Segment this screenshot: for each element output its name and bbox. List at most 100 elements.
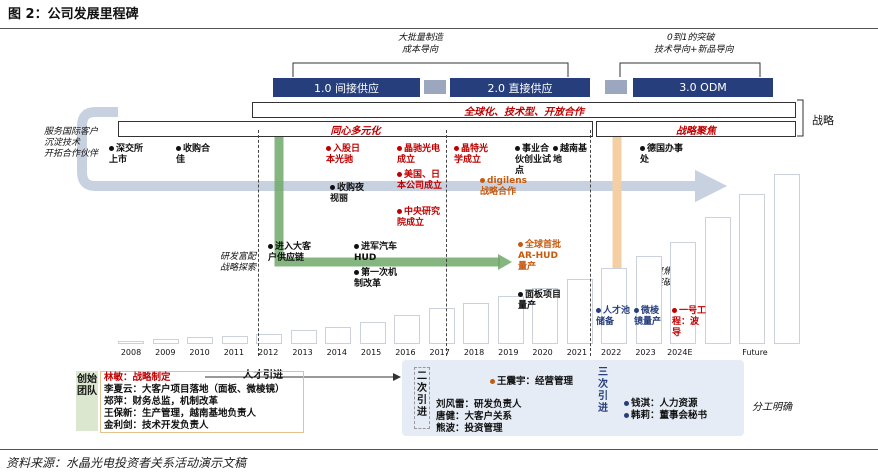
year-label: 2020 bbox=[532, 348, 553, 357]
event-2010: 收购合佳 bbox=[176, 144, 211, 165]
year-label: 2010 bbox=[189, 348, 210, 357]
bullet-icon bbox=[397, 146, 402, 151]
founding-team-tag: 创始团队 bbox=[76, 371, 98, 431]
growth-bar bbox=[325, 327, 351, 344]
growth-bar bbox=[532, 287, 558, 344]
growth-bar bbox=[118, 340, 144, 344]
bullet-icon bbox=[480, 178, 485, 183]
note-strategic-explore: 战略探索 bbox=[220, 263, 257, 273]
team-han: 韩莉：董事会秘书 bbox=[624, 410, 707, 422]
growth-bar bbox=[187, 337, 213, 344]
talent-label: 人才引进 bbox=[243, 370, 283, 381]
event-2016b: 美国、日本公司成立 bbox=[397, 170, 443, 191]
year-label: 2012 bbox=[258, 348, 279, 357]
phase-3: 3.0 ODM bbox=[633, 78, 773, 97]
growth-bar bbox=[359, 321, 386, 344]
event-2015a: 进军汽车HUD bbox=[354, 242, 398, 263]
growth-bar bbox=[635, 255, 662, 344]
bullet-icon bbox=[518, 242, 523, 247]
year-label: Future bbox=[742, 348, 768, 357]
event-2015b: 第一次机制改革 bbox=[354, 268, 398, 289]
year-label: 2024E bbox=[667, 348, 693, 357]
second-intro-tag: 二次引进 bbox=[414, 367, 430, 429]
year-label: 2011 bbox=[223, 348, 245, 357]
team-liu: 刘风雷：研发负责人 bbox=[436, 399, 522, 410]
third-intro-tag: 三次引进 bbox=[598, 367, 608, 414]
bullet-icon bbox=[354, 270, 359, 275]
bullet-icon bbox=[596, 308, 601, 313]
phase-2: 2.0 直接供应 bbox=[450, 78, 590, 97]
team-lin: 林敏：战略制定 bbox=[104, 372, 171, 383]
event-2022a: 人才池储备 bbox=[596, 306, 631, 327]
bullet-icon bbox=[397, 209, 402, 214]
bullet-icon bbox=[634, 308, 639, 313]
note-mass-production: 大批量制造 bbox=[398, 33, 444, 43]
growth-bar bbox=[670, 242, 696, 344]
bullet-icon bbox=[176, 146, 181, 151]
event-2023: 德国办事处 bbox=[640, 144, 684, 165]
growth-bar bbox=[152, 338, 179, 344]
event-2021: 越南基地 bbox=[553, 144, 588, 165]
team-xiong: 熊波：投资管理 bbox=[436, 423, 503, 434]
growth-bar bbox=[497, 296, 524, 344]
event-2013: 进入大客户供应链 bbox=[268, 242, 312, 263]
team-zheng: 郑萍：财务总监，机制改革 bbox=[104, 396, 219, 407]
event-2018: 晶特光学成立 bbox=[454, 144, 489, 165]
growth-bar bbox=[394, 315, 420, 344]
team-wang2: 王震宇：经营管理 bbox=[490, 376, 573, 388]
team-li: 李夏云：大客户项目落地（面板、微棱镜） bbox=[104, 384, 285, 395]
year-label: 2022 bbox=[601, 348, 622, 357]
team-tang: 唐健：大客户关系 bbox=[436, 411, 513, 422]
divider-2012 bbox=[258, 130, 259, 356]
event-2014b: 收购夜视丽 bbox=[330, 183, 365, 204]
growth-bar bbox=[428, 308, 455, 344]
growth-bar bbox=[463, 303, 489, 344]
bullet-icon bbox=[553, 146, 558, 151]
event-2016c: 中央研究院成立 bbox=[397, 207, 441, 228]
growth-bar bbox=[221, 335, 248, 344]
bullet-icon bbox=[490, 379, 495, 384]
team-jin: 金利剑：技术开发负责人 bbox=[104, 420, 209, 431]
growth-bar bbox=[290, 330, 317, 344]
divider-2021 bbox=[590, 130, 591, 356]
year-label: 2018 bbox=[463, 348, 485, 357]
year-label: 2009 bbox=[155, 348, 176, 357]
event-2024: 一号工程：波导 bbox=[672, 306, 707, 338]
event-2020a: 事业合伙创业试点 bbox=[515, 144, 552, 176]
bullet-icon bbox=[354, 244, 359, 249]
talent-panel bbox=[402, 360, 744, 436]
event-2020b: digilens战略合作 bbox=[480, 176, 528, 197]
bullet-icon bbox=[672, 308, 677, 313]
bullet-icon bbox=[109, 146, 114, 151]
note-cost-oriented: 成本导向 bbox=[402, 45, 439, 55]
figure-title: 图 2：公司发展里程碑 bbox=[8, 7, 139, 22]
strategy-focus-right: 战略聚焦 bbox=[596, 121, 796, 137]
bullet-icon bbox=[330, 185, 335, 190]
note-zero-to-one: 0到1的突破 bbox=[667, 33, 715, 43]
year-label: 2016 bbox=[395, 348, 416, 357]
growth-bar bbox=[739, 194, 765, 344]
strategy-label: 战略 bbox=[812, 114, 834, 127]
note-tech-new-product: 技术导向+新品导向 bbox=[654, 45, 734, 55]
bottom-rule bbox=[0, 449, 878, 450]
bullet-icon bbox=[326, 146, 331, 151]
year-label: 2021 bbox=[566, 348, 588, 357]
bullet-icon bbox=[624, 401, 629, 406]
bullet-icon bbox=[518, 292, 523, 297]
phase-1: 1.0 间接供应 bbox=[273, 78, 420, 97]
bullet-icon bbox=[454, 146, 459, 151]
event-2016a: 晶驰光电成立 bbox=[397, 144, 441, 165]
event-2014a: 入股日本光驰 bbox=[326, 144, 361, 165]
year-label: 2019 bbox=[498, 348, 519, 357]
note-division: 分工明确 bbox=[752, 402, 792, 413]
growth-bar bbox=[773, 174, 800, 344]
note-rd-wealth: 研发富配 bbox=[220, 252, 257, 262]
growth-bar bbox=[601, 267, 627, 344]
bullet-icon bbox=[515, 146, 520, 151]
bullet-icon bbox=[624, 413, 629, 418]
note-tech-accum: 沉淀技术 bbox=[44, 138, 81, 148]
source-note: 资料来源：水晶光电投资者关系活动演示文稿 bbox=[6, 456, 247, 470]
event-2020c: 全球首批AR-HUD量产 bbox=[518, 240, 562, 272]
phase-arrow-1 bbox=[424, 80, 446, 94]
strategy-band: 全球化、技术型、开放合作 bbox=[252, 102, 796, 118]
